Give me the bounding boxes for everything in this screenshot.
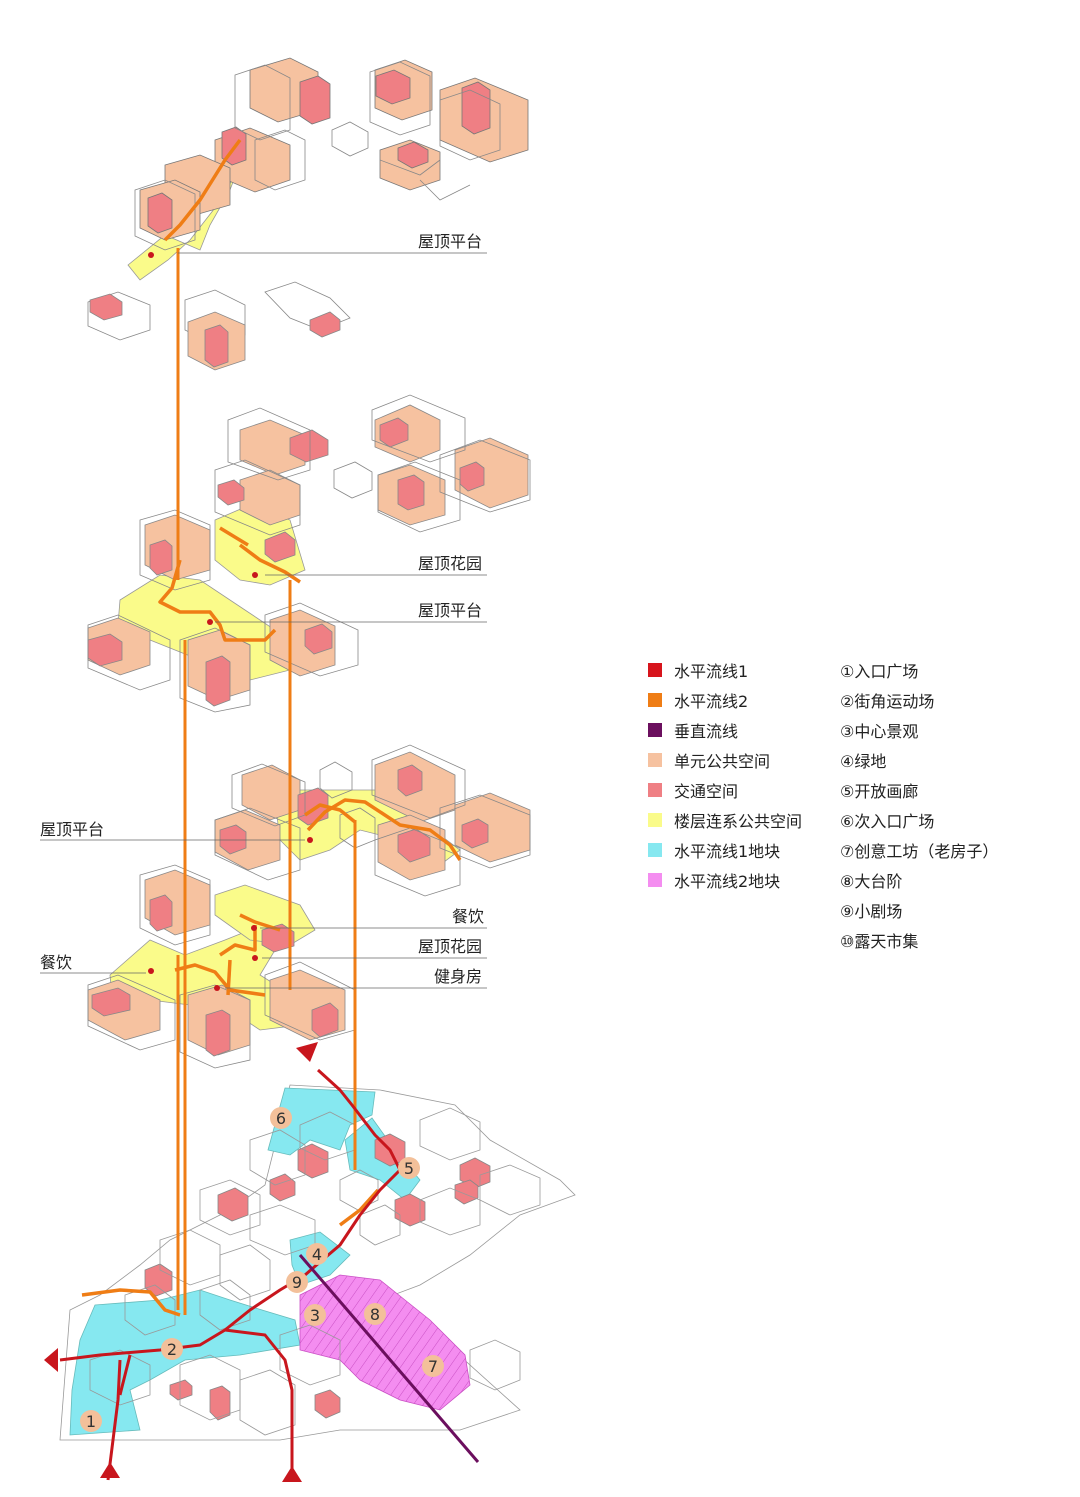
site-marker-circle — [270, 1107, 292, 1129]
level-first-floor — [87, 744, 531, 1069]
entry-arrow-top — [296, 1042, 318, 1062]
site-marker-3: 3 — [304, 1304, 326, 1326]
site-list-item: ⑨小剧场 — [840, 902, 903, 921]
site-marker-circle — [286, 1271, 308, 1293]
label-roof-terrace-left: 屋顶平台 — [40, 820, 105, 839]
flow-line-1 — [59, 1068, 402, 1481]
legend-item: 水平流线2 — [648, 685, 802, 715]
legend-label: 垂直流线 — [674, 722, 739, 741]
level-upper-floor — [87, 281, 351, 371]
site-marker-number: 7 — [428, 1357, 438, 1376]
label-roof-terrace-upper: 屋顶平台 — [418, 601, 483, 620]
site-marker-number: 5 — [404, 1159, 414, 1178]
label-dining-left: 餐饮 — [40, 953, 73, 972]
legend-item: 水平流线2地块 — [648, 865, 802, 895]
legend-label: 单元公共空间 — [674, 752, 771, 771]
site-list-item: ⑧大台阶 — [840, 872, 903, 891]
site-marker-number: 3 — [310, 1306, 320, 1325]
site-list-item: ④绿地 — [840, 752, 887, 771]
flow-arrow-heads — [44, 1042, 318, 1482]
legend-swatch — [648, 663, 662, 677]
flow-line-2 — [81, 138, 462, 1317]
site-markers: 1 2 3 4 5 6 7 8 9 — [80, 1107, 444, 1432]
entry-arrow-bottom-left — [100, 1462, 120, 1478]
site-list-item: ③中心景观 — [840, 722, 919, 741]
label-roof-garden-lower: 屋顶花园 — [418, 937, 483, 956]
legend-swatch — [648, 723, 662, 737]
site-marker-number: 2 — [167, 1340, 177, 1359]
legend-label: 楼层连系公共空间 — [674, 812, 803, 831]
site-marker-9: 9 — [286, 1271, 308, 1293]
legend-label: 水平流线1地块 — [674, 842, 781, 861]
site-marker-circle — [398, 1157, 420, 1179]
site-marker-1: 1 — [80, 1410, 102, 1432]
legend-item: 交通空间 — [648, 775, 802, 805]
site-marker-circle — [161, 1338, 183, 1360]
label-roof-terrace-top: 屋顶平台 — [418, 232, 483, 251]
label-dining-right: 餐饮 — [452, 907, 485, 926]
site-marker-5: 5 — [398, 1157, 420, 1179]
site-marker-number: 4 — [312, 1245, 322, 1264]
site-marker-number: 6 — [276, 1109, 286, 1128]
legend-swatch — [648, 843, 662, 857]
site-marker-number: 8 — [370, 1305, 380, 1324]
legend-label: 交通空间 — [674, 782, 739, 801]
site-marker-6: 6 — [270, 1107, 292, 1129]
site-marker-7: 7 — [422, 1355, 444, 1377]
legend-item: 楼层连系公共空间 — [648, 805, 802, 835]
legend: 水平流线1 水平流线2 垂直流线 单元公共空间 交通空间 楼层连系公共空间 水平… — [648, 655, 802, 895]
site-list-item: ⑩露天市集 — [840, 932, 919, 951]
site-list-item: ①入口广场 — [840, 662, 919, 681]
legend-swatch — [648, 813, 662, 827]
legend-swatch — [648, 753, 662, 767]
label-gym: 健身房 — [434, 967, 483, 986]
vertical-flow-line — [298, 1254, 480, 1463]
legend-item: 水平流线1地块 — [648, 835, 802, 865]
legend-label: 水平流线2 — [674, 692, 749, 711]
site-list-item: ⑦创意工坊（老房子） — [840, 842, 999, 861]
site-marker-number: 9 — [292, 1273, 302, 1292]
legend-swatch — [648, 783, 662, 797]
site-list-item: ⑤开放画廊 — [840, 782, 919, 801]
site-function-list: ①入口广场 ②街角运动场 ③中心景观 ④绿地 ⑤开放画廊 ⑥次入口广场 ⑦创意工… — [840, 655, 998, 955]
site-marker-circle — [364, 1303, 386, 1325]
legend-swatch — [648, 693, 662, 707]
level-second-floor — [87, 394, 531, 713]
site-marker-number: 1 — [86, 1412, 96, 1431]
annotation-leaders — [40, 252, 487, 989]
circulation-nodes — [148, 252, 313, 991]
legend-item: 单元公共空间 — [648, 745, 802, 775]
entry-arrow-left — [44, 1348, 58, 1372]
site-marker-circle — [304, 1304, 326, 1326]
label-roof-garden-upper: 屋顶花园 — [418, 554, 483, 573]
legend-item: 水平流线1 — [648, 655, 802, 685]
vertical-circulation-lines — [176, 248, 357, 1315]
site-list-item: ②街角运动场 — [840, 692, 935, 711]
site-marker-circle — [306, 1243, 328, 1265]
site-list-item: ⑥次入口广场 — [840, 812, 935, 831]
site-marker-2: 2 — [161, 1338, 183, 1360]
site-marker-8: 8 — [364, 1303, 386, 1325]
legend-item: 垂直流线 — [648, 715, 802, 745]
site-marker-circle — [422, 1355, 444, 1377]
site-marker-circle — [80, 1410, 102, 1432]
legend-label: 水平流线2地块 — [674, 872, 781, 891]
legend-label: 水平流线1 — [674, 662, 749, 681]
site-marker-4: 4 — [306, 1243, 328, 1265]
legend-swatch — [648, 873, 662, 887]
entry-arrow-bottom — [282, 1466, 302, 1482]
